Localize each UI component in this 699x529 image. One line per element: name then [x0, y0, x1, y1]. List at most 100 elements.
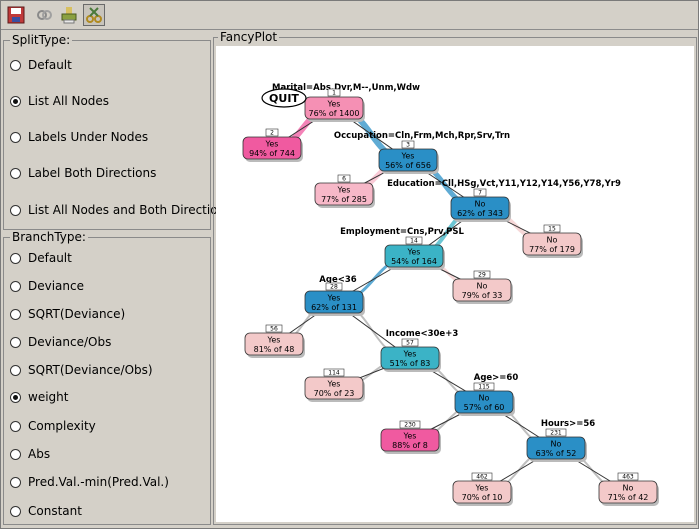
radio-button[interactable] [10, 167, 21, 179]
branch-option-sqrt-deviance[interactable]: SQRT(Deviance) [10, 305, 125, 323]
radio-button[interactable] [10, 476, 21, 488]
node-number-tag [617, 472, 639, 481]
node-box [244, 332, 304, 356]
radio-button[interactable] [10, 59, 21, 71]
save-button[interactable] [5, 4, 27, 26]
split-option-list-all-nodes[interactable]: List All Nodes [10, 92, 109, 110]
branch-option-label: Default [28, 251, 72, 265]
node-label: Yes [475, 484, 489, 493]
node-label: No [547, 236, 558, 245]
node-number: 6 [342, 176, 346, 183]
split-option-label-both-directions[interactable]: Label Both Directions [10, 164, 156, 182]
split-option-list-all-both[interactable]: List All Nodes and Both Directions [10, 201, 231, 219]
radio-button[interactable] [10, 448, 21, 460]
node-number-tag [473, 382, 495, 391]
node-number: 14 [410, 238, 418, 245]
link-button[interactable] [33, 4, 55, 26]
split-label: Employment=Cns,Prv,PSL [340, 227, 464, 237]
node-label: No [479, 394, 490, 403]
node-number: 115 [478, 384, 490, 391]
node-label: Yes [407, 248, 421, 257]
node-label: No [475, 200, 486, 209]
node-box [304, 376, 364, 400]
radio-button[interactable] [10, 252, 21, 264]
node-box [242, 136, 302, 160]
split-label: Age>=60 [474, 373, 519, 383]
branch-option-pred-val[interactable]: Pred.Val.-min(Pred.Val.) [10, 473, 169, 491]
branch-type-title: BranchType: [10, 230, 88, 244]
node-label: No [477, 282, 488, 291]
node-stat: 71% of 42 [608, 493, 649, 502]
branch-option-abs[interactable]: Abs [10, 445, 50, 463]
node-stat: 79% of 33 [462, 291, 503, 300]
radio-button-selected[interactable] [10, 95, 21, 107]
radio-button[interactable] [10, 364, 21, 376]
node-stat: 54% of 164 [391, 257, 437, 266]
radio-button[interactable] [10, 505, 21, 517]
radio-button[interactable] [10, 131, 21, 143]
node-stat: 62% of 131 [311, 303, 357, 312]
branch-option-constant[interactable]: Constant [10, 502, 82, 520]
node-stat: 81% of 48 [254, 345, 295, 354]
node-number: 230 [404, 422, 416, 429]
node-box [304, 290, 364, 314]
node-number-tag [323, 368, 345, 377]
branch-option-default[interactable]: Default [10, 249, 72, 267]
branch-option-deviance[interactable]: Deviance [10, 277, 84, 295]
split-option-default[interactable]: Default [10, 56, 72, 74]
branch-option-weight[interactable]: weight [10, 388, 68, 406]
split-label: Age<36 [319, 275, 356, 285]
node-number: 28 [330, 284, 338, 291]
split-option-label: Default [28, 58, 72, 72]
branch-option-label: SQRT(Deviance/Obs) [28, 363, 153, 377]
branch-option-label: Deviance [28, 279, 84, 293]
radio-button-selected[interactable] [10, 391, 21, 403]
branch-option-label: Constant [28, 504, 82, 518]
cut-button[interactable] [83, 4, 105, 26]
branch-option-sqrt-deviance-obs[interactable]: SQRT(Deviance/Obs) [10, 361, 153, 379]
print-button[interactable] [58, 4, 80, 26]
node-label: Yes [403, 432, 417, 441]
radio-button[interactable] [10, 204, 21, 216]
branch-option-deviance-obs[interactable]: Deviance/Obs [10, 333, 111, 351]
radio-button[interactable] [10, 280, 21, 292]
node-stat: 63% of 52 [536, 449, 577, 458]
node-label: Yes [403, 350, 417, 359]
quit-button-shape [261, 88, 307, 108]
node-number-tag [545, 428, 567, 437]
radio-button[interactable] [10, 308, 21, 320]
node-box [314, 182, 374, 206]
branch-option-label: Deviance/Obs [28, 335, 112, 349]
split-option-labels-under-nodes[interactable]: Labels Under Nodes [10, 128, 148, 146]
decision-tree: Marital=Abs,Dvr,M--,Unm,WdwOccupation=Cl… [242, 83, 659, 506]
node-stat: 51% of 83 [390, 359, 431, 368]
branch-option-complexity[interactable]: Complexity [10, 417, 96, 435]
node-stat: 62% of 343 [457, 209, 503, 218]
node-label: No [623, 484, 634, 493]
node-number-tag [405, 236, 423, 245]
radio-button[interactable] [10, 336, 21, 348]
node-number-tag [399, 420, 421, 429]
quit-button[interactable]: QUIT [261, 88, 307, 108]
scissors-icon [86, 7, 102, 23]
node-stat: 56% of 656 [385, 161, 431, 170]
radio-button[interactable] [10, 420, 21, 432]
node-number-tag [543, 224, 561, 233]
